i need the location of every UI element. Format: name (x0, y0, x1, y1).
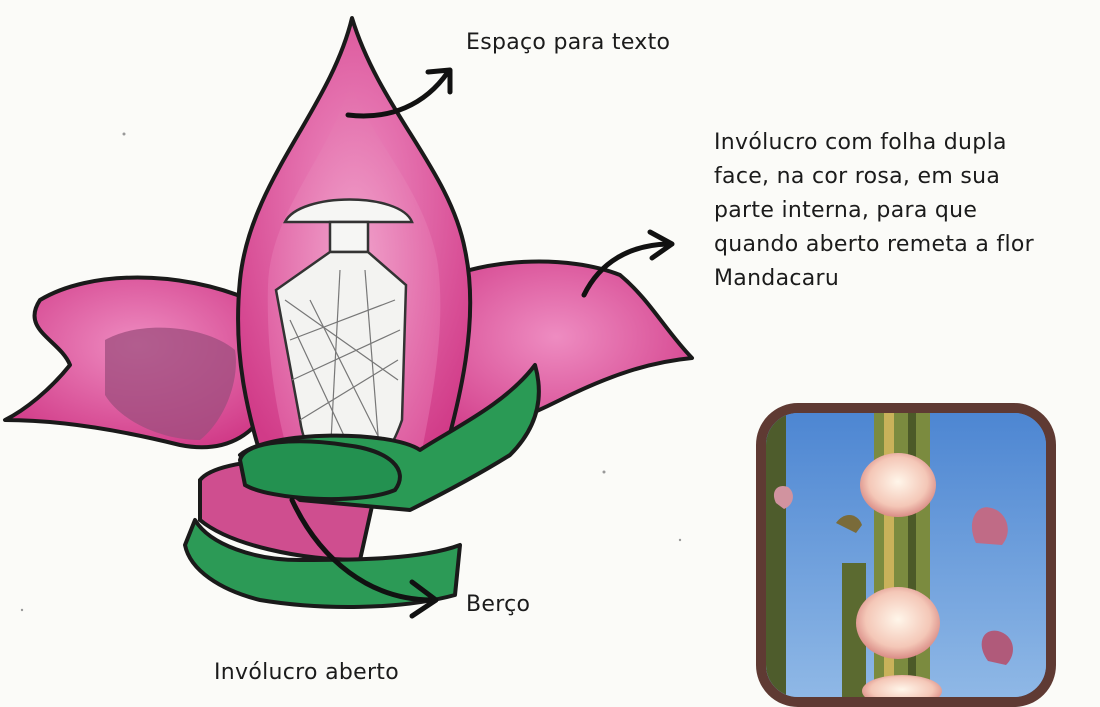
arrow-to-text-space-head (425, 67, 453, 95)
wrapper-description-line: Invólucro com folha dupla (714, 130, 1007, 155)
wrapper-description-line: face, na cor rosa, em sua (714, 164, 1001, 189)
wrapper-description-line: quando aberto remeta a flor (714, 232, 1034, 257)
text-space-label: Espaço para texto (466, 30, 671, 55)
cradle-label: Berço (466, 592, 531, 617)
wrapper-description-line: Mandacaru (714, 266, 840, 291)
arrow-to-wrapper-description (581, 241, 671, 298)
wrapper-description-line: parte interna, para que (714, 198, 978, 223)
cradle-ribbon-ring (237, 439, 402, 502)
perfume-bottle (274, 198, 414, 482)
cradle-ribbon-front (183, 518, 462, 609)
mandacaru-photo (756, 403, 1056, 707)
left-petal-shadow (105, 327, 236, 440)
wrapper-description-label: Invólucro com folha dupla face, na cor r… (714, 126, 1094, 296)
arrow-to-cradle (289, 497, 435, 603)
arrow-to-text-space (345, 69, 451, 119)
caption: Invólucro aberto (214, 660, 399, 685)
arrow-to-cradle-head (409, 579, 439, 619)
arrow-to-wrapper-head (647, 229, 675, 261)
